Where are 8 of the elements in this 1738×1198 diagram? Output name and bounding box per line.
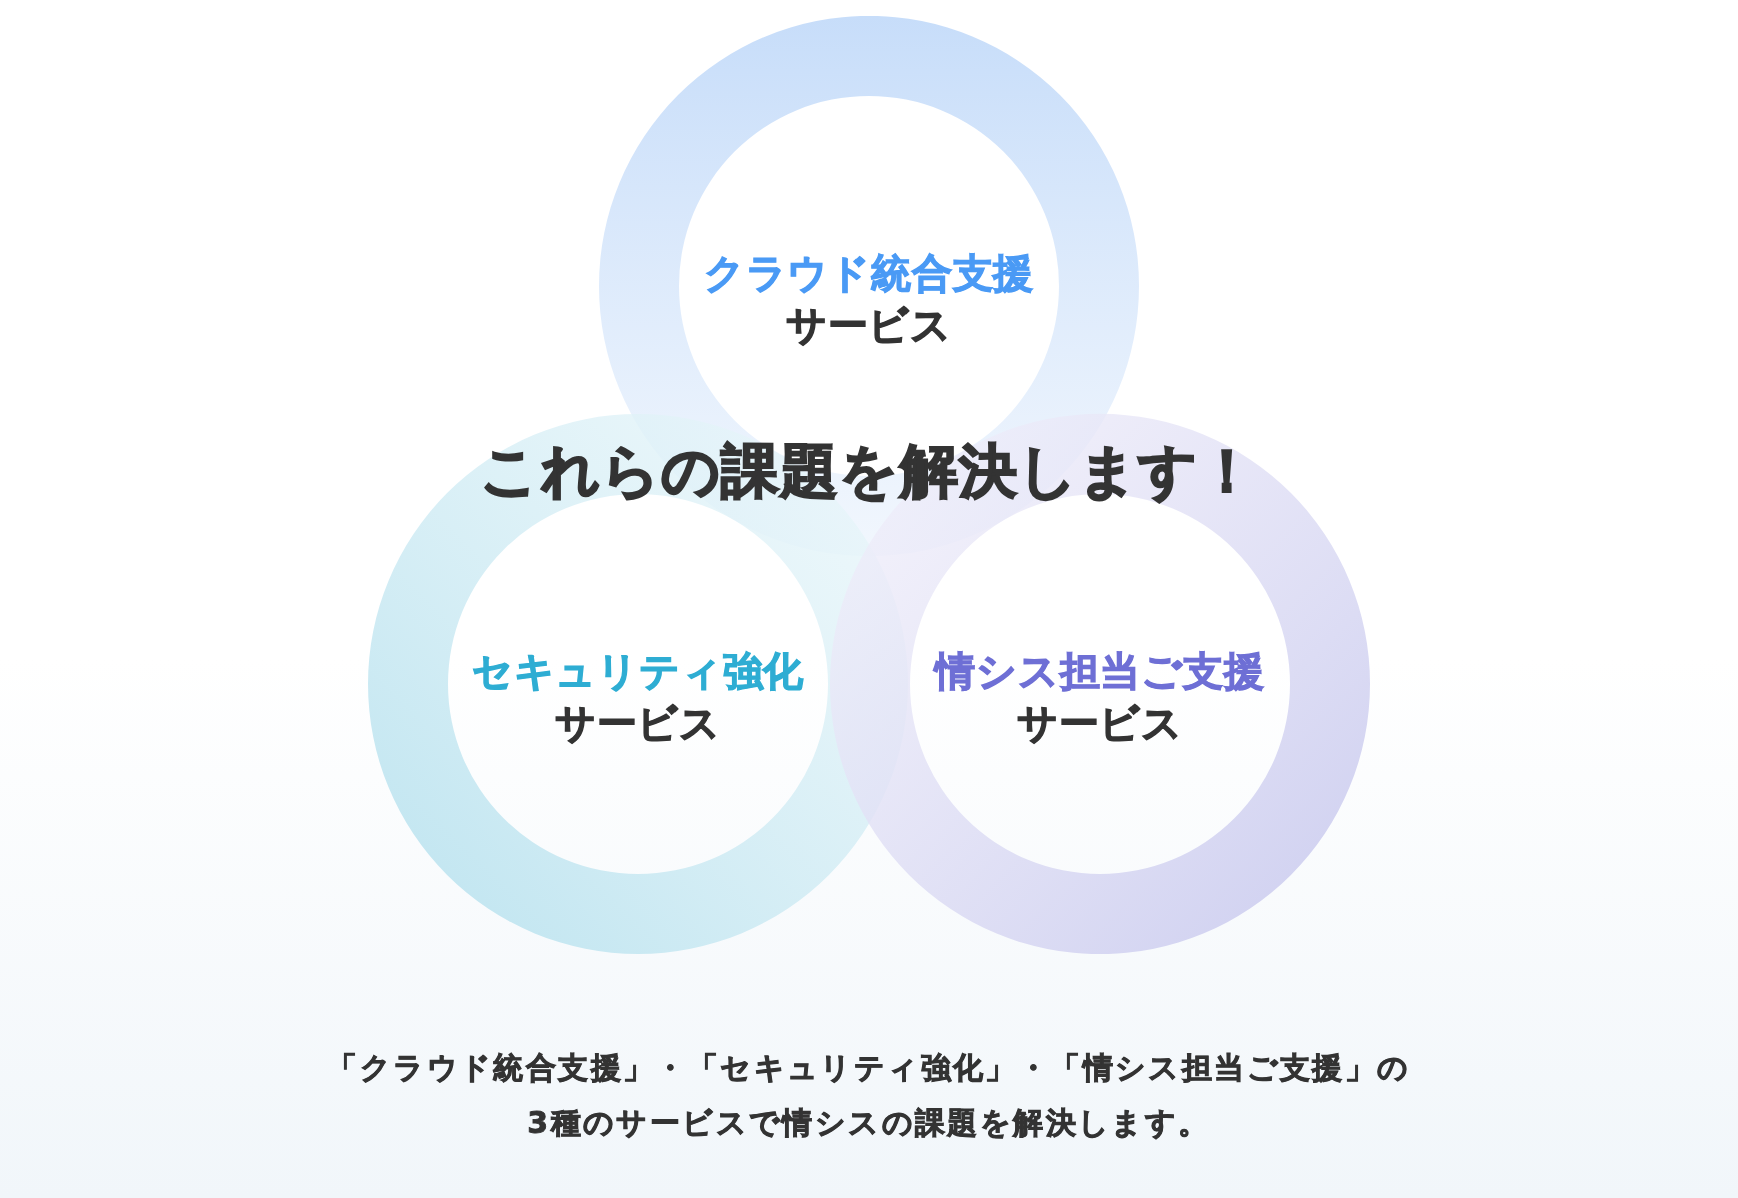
service-subtext: サービス — [785, 301, 953, 350]
heading: これらの課題を解決します！ — [480, 436, 1258, 507]
service-subtext: サービス — [1016, 699, 1184, 748]
service-subtext: サービス — [554, 699, 722, 748]
service-heading: セキュリティ強化 — [471, 647, 805, 696]
caption-text: 「クラウド統合支援」・「セキュリティ強化」・「情シス担当ご支援」の3種のサービスで情シスの課題を解決します。 — [326, 1049, 1412, 1142]
service-heading: クラウド統合支援 — [703, 249, 1035, 298]
service-heading: 情シス担当ご支援 — [935, 647, 1265, 696]
